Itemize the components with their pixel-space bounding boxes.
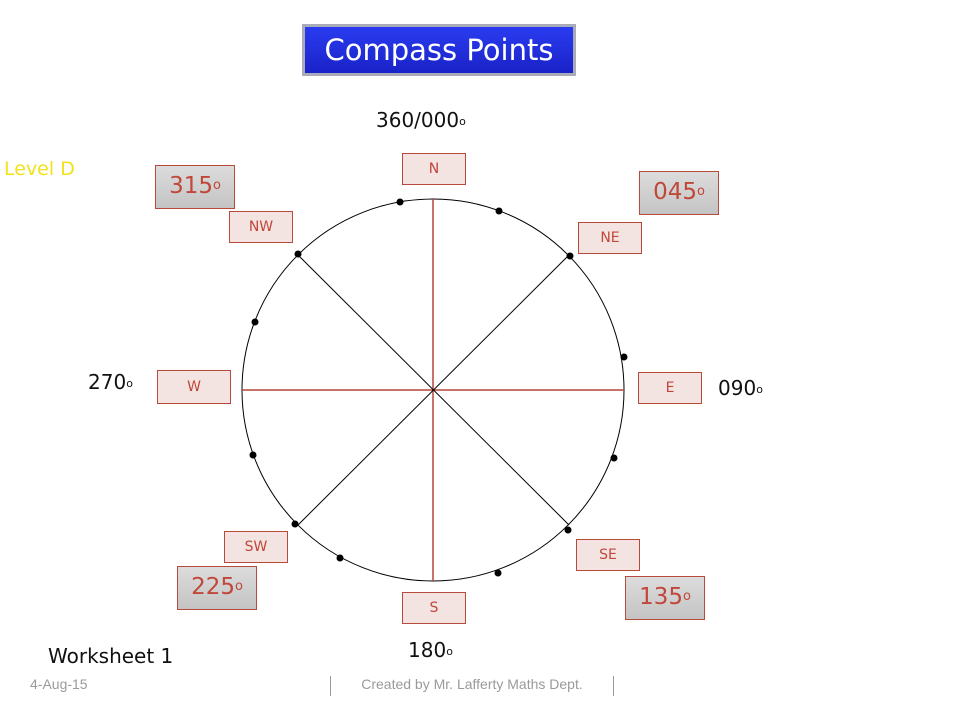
bearing-nw: 315o [155, 165, 235, 209]
bearing-north-value: 360/000 [376, 108, 460, 132]
dot [494, 569, 502, 577]
dot [291, 520, 299, 528]
bearing-se: 135o [625, 576, 705, 620]
point-label-sw: SW [224, 531, 288, 563]
point-label-w: W [157, 370, 231, 404]
dot [566, 252, 574, 260]
degree-symbol: o [696, 184, 705, 199]
point-label-se: SE [576, 539, 640, 571]
nw-se-line [297, 254, 570, 526]
point-label-nw: NW [229, 211, 293, 243]
page-title-text: Compass Points [324, 33, 554, 67]
point-label-ne: NE [578, 222, 642, 254]
footer-date: 4-Aug-15 [30, 676, 88, 692]
bearing-se-value: 135 [639, 584, 683, 610]
point-label-e: E [638, 372, 702, 404]
degree-symbol: o [234, 579, 243, 594]
bearing-sw: 225o [177, 566, 257, 610]
degree-symbol: o [682, 589, 691, 604]
bearing-sw-value: 225 [191, 574, 235, 600]
bearing-ne: 045o [639, 171, 719, 215]
point-label-n: N [402, 153, 466, 185]
circle-dots [249, 198, 628, 577]
bearing-west: 270o [88, 370, 133, 394]
dot [495, 207, 503, 215]
bearing-west-value: 270 [88, 370, 127, 394]
dot [620, 353, 628, 361]
bearing-south-value: 180 [408, 638, 447, 662]
page-title: Compass Points [302, 24, 576, 76]
bearing-south: 180o [408, 638, 453, 662]
dot [336, 554, 344, 562]
dot [294, 250, 302, 258]
footer-credit: Created by Mr. Lafferty Maths Dept. [330, 676, 614, 696]
dot [610, 454, 618, 462]
degree-symbol: o [212, 178, 221, 193]
dot [251, 318, 259, 326]
dot [249, 451, 257, 459]
degree-symbol: o [126, 377, 133, 390]
dot [396, 198, 404, 206]
degree-symbol: o [459, 115, 466, 128]
bearing-nw-value: 315 [169, 173, 213, 199]
dot [564, 526, 572, 534]
bearing-north: 360/000o [376, 108, 466, 132]
bearing-east: 090o [718, 376, 763, 400]
bearing-east-value: 090 [718, 376, 757, 400]
bearing-ne-value: 045 [653, 179, 697, 205]
degree-symbol: o [446, 645, 453, 658]
degree-symbol: o [756, 383, 763, 396]
point-label-s: S [402, 592, 466, 624]
worksheet-label: Worksheet 1 [48, 644, 174, 668]
level-label: Level D [4, 158, 75, 180]
